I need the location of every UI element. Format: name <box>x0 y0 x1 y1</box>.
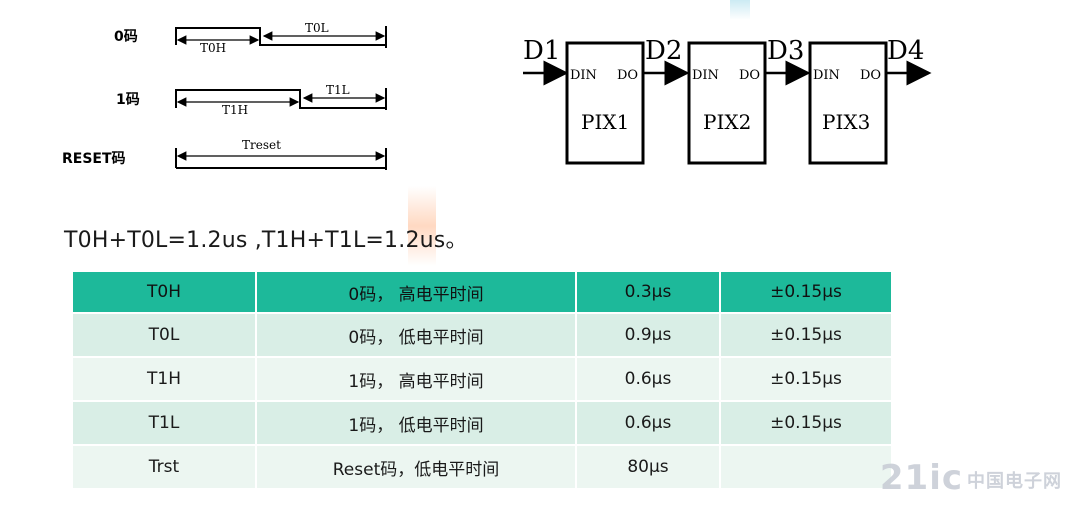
timing-label-1code: 1码 <box>116 92 140 108</box>
waveform-reset <box>175 148 387 170</box>
cell-value: 0.6μs <box>576 401 721 446</box>
timing-diagram: 0码 T0H T0L 1码 T1H T1L RESET码 Treset <box>62 21 387 170</box>
decor-glow-top <box>730 0 750 20</box>
cell-symbol: T0L <box>73 313 257 358</box>
timing-t1l: T1L <box>326 83 350 97</box>
signal-d3: D3 <box>767 36 804 66</box>
cell-symbol: T1H <box>73 357 257 402</box>
pin-din-1: DIN <box>570 68 597 83</box>
timing-t0h: T0H <box>200 41 226 55</box>
timing-spec-table: T0H 0码， 高电平时间 0.3μs ±0.15μs T0L 0码， 低电平时… <box>73 272 891 490</box>
waveform-0code <box>175 26 387 48</box>
pin-din-2: DIN <box>692 68 719 83</box>
pin-do-3: DO <box>860 68 881 83</box>
cell-tolerance <box>720 445 891 490</box>
pixel-label-2: PIX2 <box>703 110 751 134</box>
cascade-diagram: D1 D2 D3 D4 DIN DO PIX1 DIN DO PIX2 DIN … <box>523 36 932 165</box>
table-row: T0H 0码， 高电平时间 0.3μs ±0.15μs <box>73 272 891 314</box>
signal-d1: D1 <box>523 36 560 66</box>
cell-description: Reset码，低电平时间 <box>256 445 577 490</box>
pixel-block-3 <box>808 41 888 165</box>
timing-formula: T0H+T0L=1.2us ,T1H+T1L=1.2us。 <box>64 228 468 253</box>
pin-din-3: DIN <box>813 68 840 83</box>
timing-label-reset: RESET码 <box>62 151 126 167</box>
cell-symbol: T0H <box>73 272 257 314</box>
cell-symbol: Trst <box>73 445 257 490</box>
pin-do-1: DO <box>617 68 638 83</box>
cell-tolerance: ±0.15μs <box>720 401 891 446</box>
cell-value: 0.6μs <box>576 357 721 402</box>
table-row: T1L 1码， 低电平时间 0.6μs ±0.15μs <box>73 401 891 446</box>
pixel-label-3: PIX3 <box>822 110 870 134</box>
table-row: T0L 0码， 低电平时间 0.9μs ±0.15μs <box>73 313 891 358</box>
cell-value: 0.3μs <box>576 272 721 314</box>
cell-description: 1码， 低电平时间 <box>256 401 577 446</box>
pixel-block-2 <box>687 41 767 165</box>
signal-d4: D4 <box>887 36 924 66</box>
cell-description: 0码， 低电平时间 <box>256 313 577 358</box>
decor-glow-middle <box>408 186 436 266</box>
table-row: Trst Reset码，低电平时间 80μs <box>73 445 891 490</box>
waveform-1code <box>175 88 387 110</box>
pixel-block-1 <box>565 41 645 165</box>
cell-description: 1码， 高电平时间 <box>256 357 577 402</box>
cell-tolerance: ±0.15μs <box>720 357 891 402</box>
timing-label-0code: 0码 <box>114 29 138 45</box>
watermark-cn: 中国电子网 <box>967 470 1062 492</box>
signal-d2: D2 <box>645 36 682 66</box>
timing-t0l: T0L <box>305 21 329 35</box>
cell-value: 0.9μs <box>576 313 721 358</box>
cell-value: 80μs <box>576 445 721 490</box>
cell-tolerance: ±0.15μs <box>720 313 891 358</box>
cell-description: 0码， 高电平时间 <box>256 272 577 314</box>
cell-symbol: T1L <box>73 401 257 446</box>
table-row: T1H 1码， 高电平时间 0.6μs ±0.15μs <box>73 357 891 402</box>
watermark-brand: 21ic <box>879 458 963 498</box>
timing-t1h: T1H <box>222 103 248 117</box>
cell-tolerance: ±0.15μs <box>720 272 891 314</box>
timing-treset: Treset <box>242 138 281 152</box>
pin-do-2: DO <box>739 68 760 83</box>
pixel-label-1: PIX1 <box>581 110 629 134</box>
